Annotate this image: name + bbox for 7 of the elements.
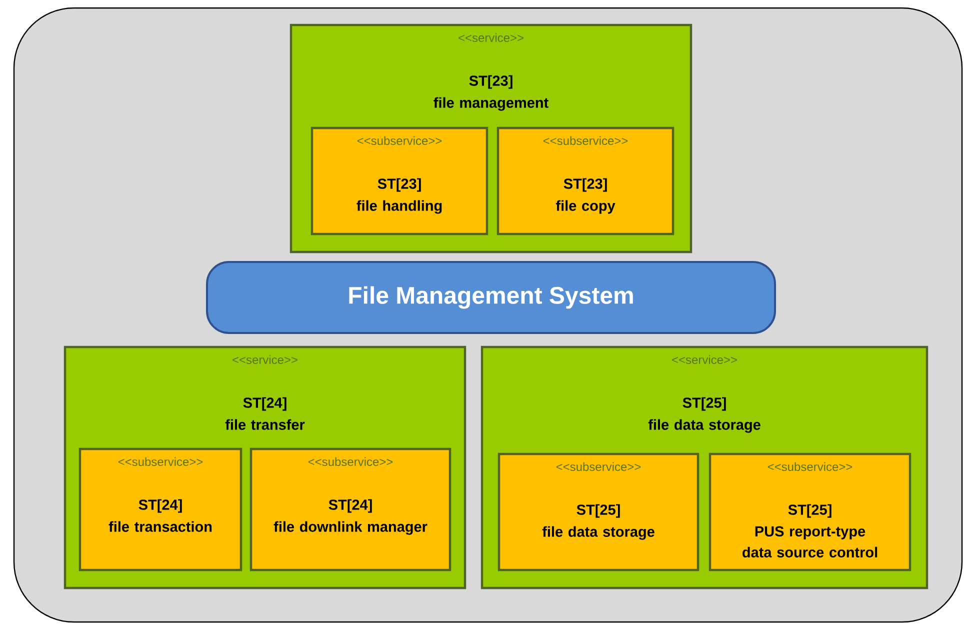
subservice-box: <<subservice>> ST[25] PUS report-type data source control xyxy=(708,452,912,572)
subservice-box: <<subservice>> ST[23] file handling xyxy=(310,126,488,236)
subservice-box: <<subservice>> ST[25] file data storage xyxy=(498,452,700,572)
system-banner: File Management System xyxy=(206,261,776,334)
subservice-box: <<subservice>> ST[23] file copy xyxy=(496,126,674,236)
subservice-box: <<subservice>> ST[24] file transaction xyxy=(78,448,242,572)
subservice-box: <<subservice>> ST[24] file downlink manager xyxy=(250,448,452,572)
